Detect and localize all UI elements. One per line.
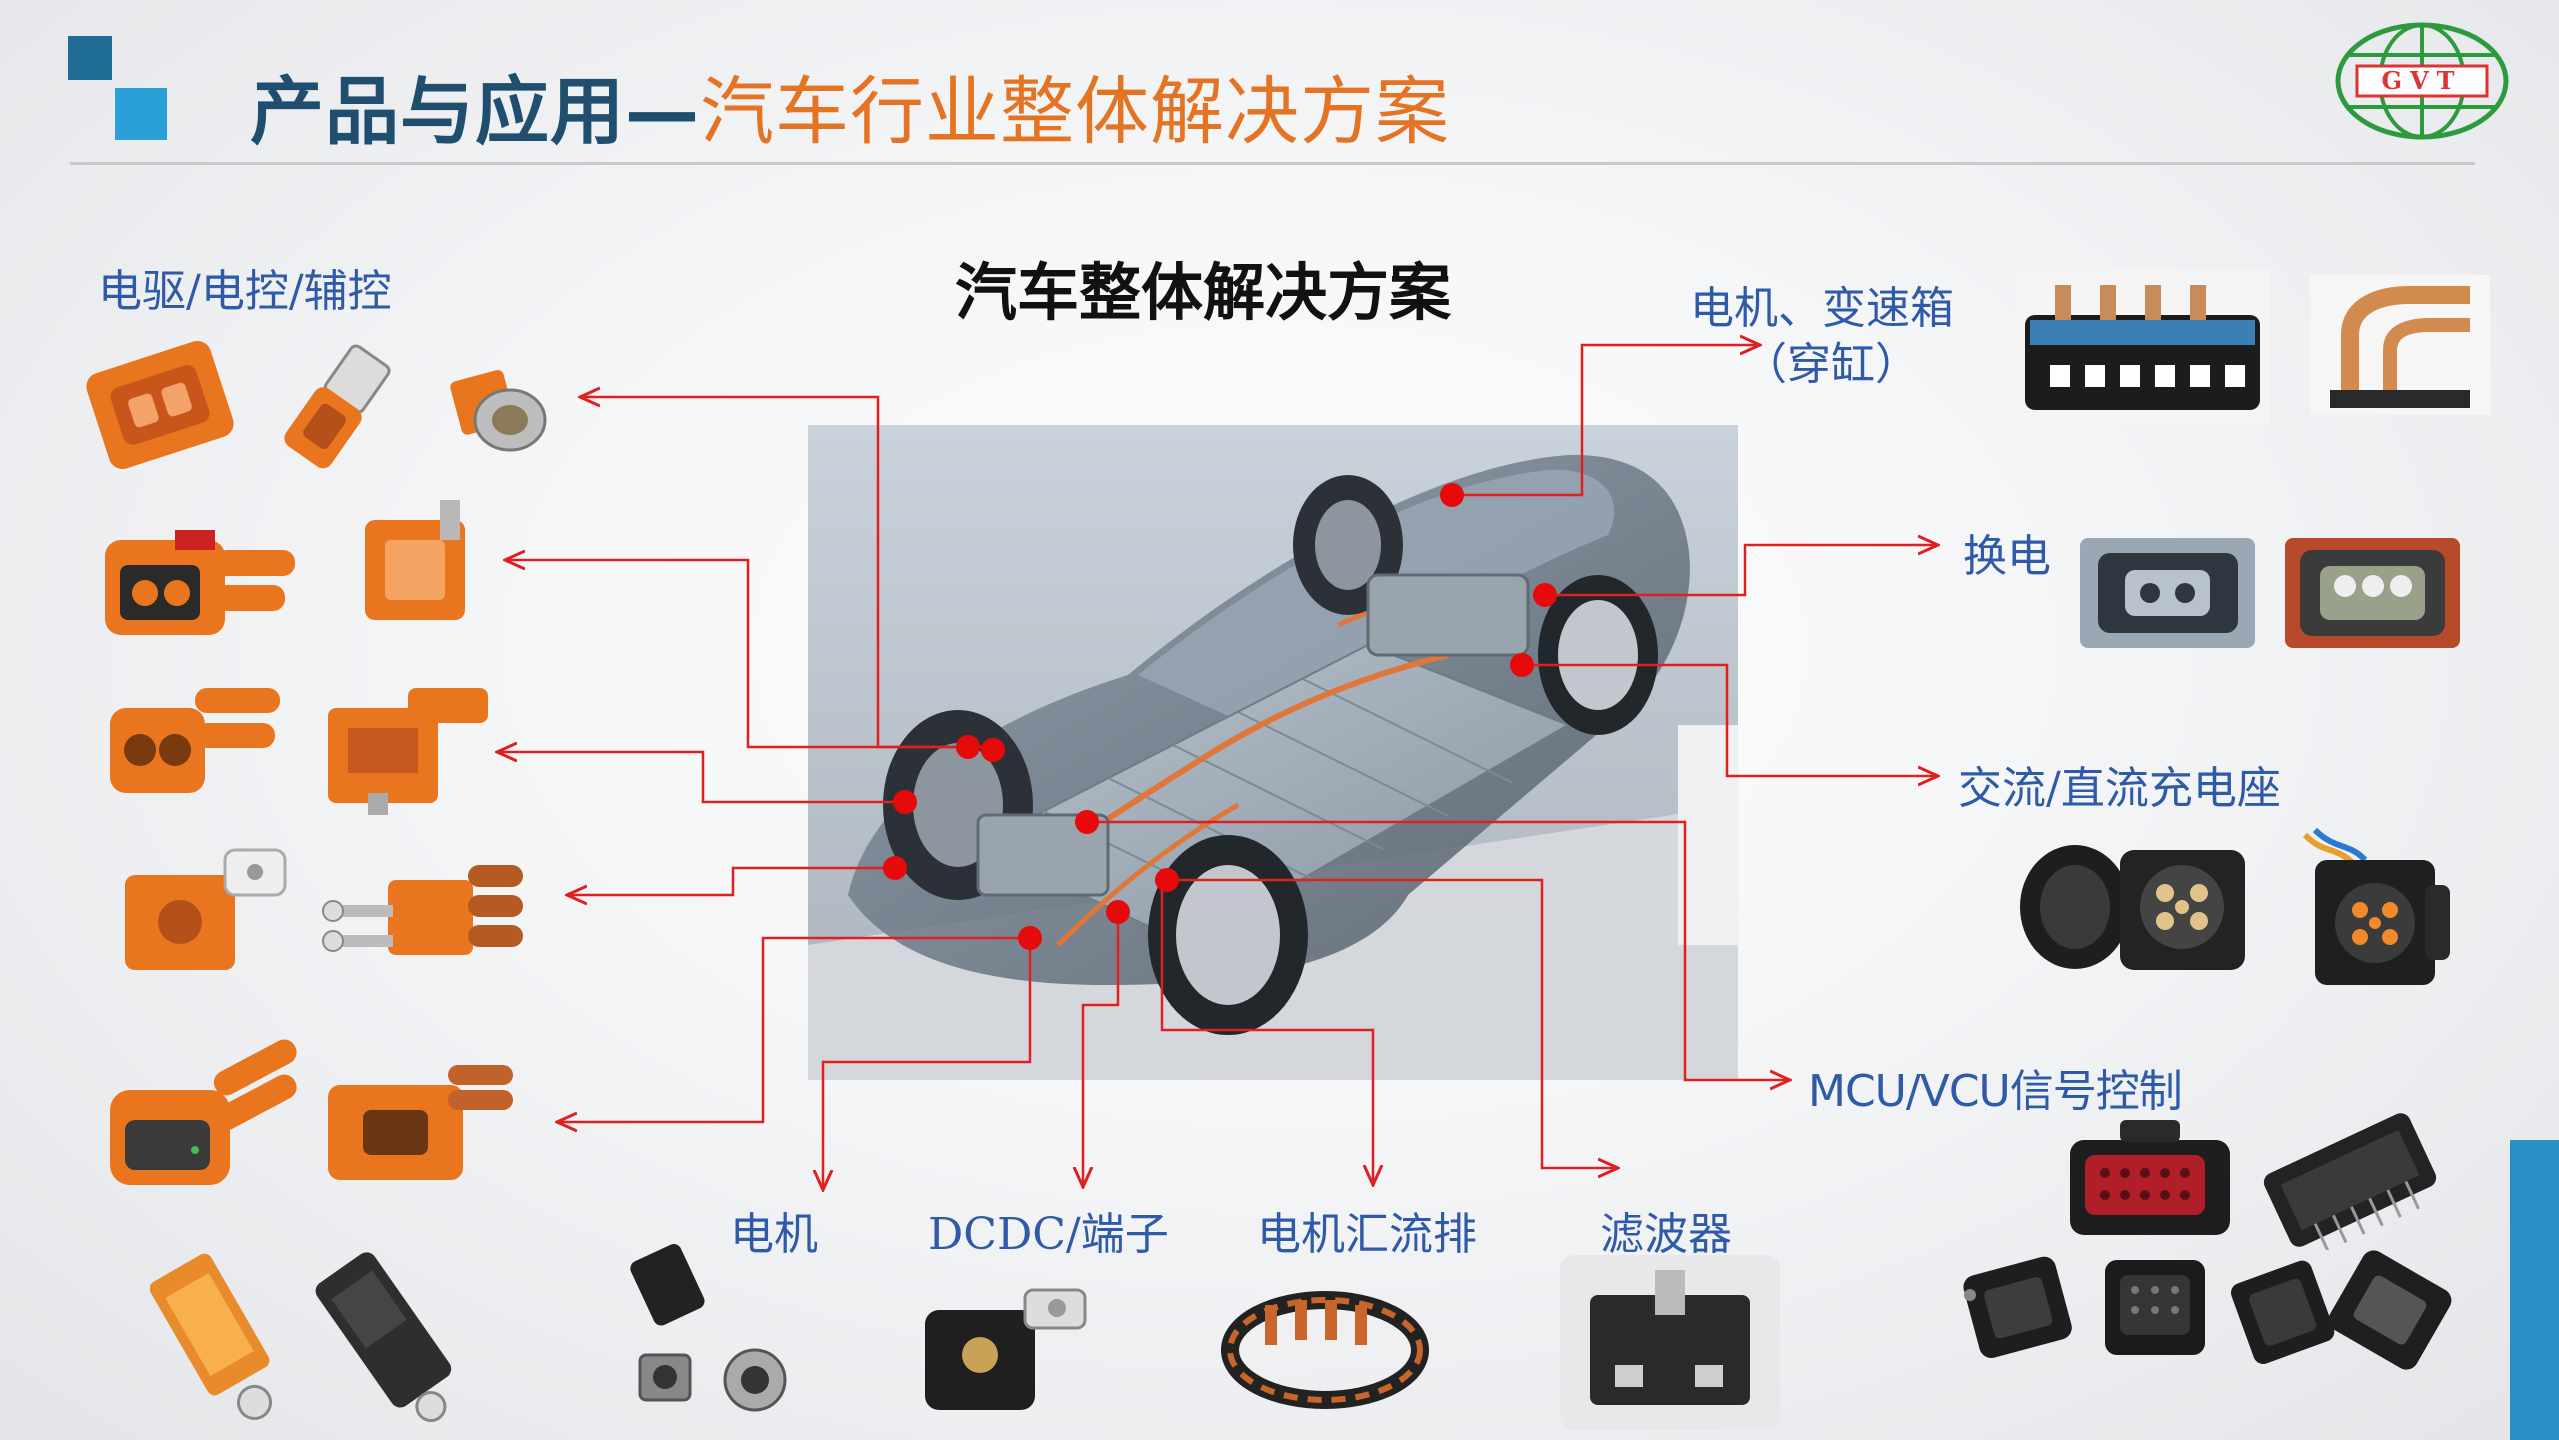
signal-connector-image	[2263, 1113, 2437, 1250]
label-charging-socket: 交流/直流充电座	[1958, 763, 2281, 814]
label-motor-busbar: 电机汇流排	[1257, 1209, 1477, 1260]
center-title: 汽车整体解决方案	[955, 256, 1452, 329]
gvt-logo: GVT	[2335, 22, 2510, 140]
motor-connector-image	[630, 1244, 787, 1412]
charging-socket-image	[2302, 827, 2450, 985]
connector-image	[125, 848, 287, 970]
connector-image	[284, 344, 391, 469]
label-drive-control: 电驱/电控/辅控	[98, 266, 392, 317]
page-title: 产品与应用—汽车行业整体解决方案	[250, 52, 1450, 159]
label-filter: 滤波器	[1600, 1209, 1732, 1260]
swap-connector-image	[2285, 538, 2460, 648]
signal-connector-image	[2070, 1120, 2230, 1235]
charging-socket-image	[2020, 845, 2245, 970]
motor-busbar-image	[1221, 1291, 1429, 1409]
gearbox-busbar-image	[2310, 275, 2490, 415]
connector-image	[450, 370, 547, 452]
gearbox-connector-image	[2015, 270, 2270, 425]
connector-image	[322, 865, 523, 955]
connector-image	[105, 530, 295, 635]
signal-connector-image	[2328, 1250, 2452, 1370]
corner-square-light	[115, 88, 167, 140]
label-dcdc-terminal: DCDC/端子	[928, 1209, 1169, 1260]
connector-image	[328, 1065, 513, 1180]
accent-bar	[2510, 1140, 2559, 1440]
connector-image	[86, 341, 234, 469]
label-motor: 电机	[730, 1209, 818, 1260]
title-prefix: 产品与应用—	[250, 69, 700, 155]
label-motor-gearbox: 电机、变速箱	[1690, 283, 1954, 334]
dcdc-terminal-image	[925, 1288, 1087, 1410]
signal-connector-image	[2230, 1260, 2335, 1364]
connector-image	[150, 1253, 273, 1420]
title-main: 汽车行业整体解决方案	[700, 69, 1450, 155]
label-motor-gearbox-sub: （穿缸）	[1743, 339, 1919, 390]
label-battery-swap: 换电	[1963, 531, 2051, 582]
label-mcu-vcu: MCU/VCU信号控制	[1808, 1066, 2183, 1117]
connector-image	[110, 1039, 297, 1185]
swap-connector-image	[2080, 538, 2255, 648]
connector-image	[315, 1252, 452, 1423]
corner-square-dark	[68, 36, 112, 80]
signal-connector-image	[1963, 1256, 2072, 1359]
connector-image	[110, 688, 280, 793]
signal-connector-image	[2105, 1260, 2205, 1355]
logo-text: GVT	[2381, 66, 2463, 95]
connector-image	[328, 688, 488, 815]
filter-image	[1560, 1255, 1780, 1430]
connector-image	[365, 500, 465, 620]
header-divider	[70, 162, 2475, 165]
car-chassis-illustration	[808, 425, 1738, 1080]
